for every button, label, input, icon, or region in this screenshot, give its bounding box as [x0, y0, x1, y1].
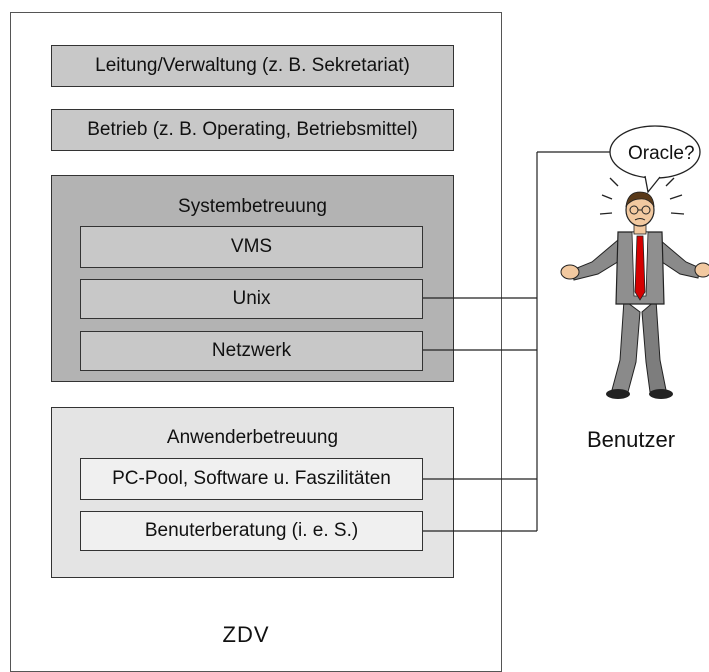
speech-text: Oracle? [628, 143, 695, 164]
system-item-netzwerk: Netzwerk [80, 331, 423, 371]
user-figure-icon [560, 191, 709, 399]
betrieb-box: Betrieb (z. B. Operating, Betriebsmittel… [51, 109, 454, 151]
betrieb-label: Betrieb (z. B. Operating, Betriebsmittel… [87, 119, 418, 140]
system-item-label: Netzwerk [211, 340, 292, 361]
speech-bubble [609, 125, 701, 194]
user-item-pc-pool: PC-Pool, Software u. Faszilitäten [80, 458, 423, 500]
anwenderbetreuung-title: Anwenderbetreuung [166, 427, 339, 448]
system-item-label: VMS [230, 236, 273, 257]
user-item-beratung: Benuterberatung (i. e. S.) [80, 511, 423, 551]
benutzer-label: Benutzer [587, 427, 676, 452]
leitung-label: Leitung/Verwaltung (z. B. Sekretariat) [95, 55, 410, 76]
system-item-vms: VMS [80, 226, 423, 268]
user-item-label: PC-Pool, Software u. Faszilitäten [112, 468, 391, 489]
leitung-box: Leitung/Verwaltung (z. B. Sekretariat) [51, 45, 454, 87]
system-item-unix: Unix [80, 279, 423, 319]
zdv-label: ZDV [222, 622, 270, 647]
systembetreuung-title: Systembetreuung [178, 196, 327, 217]
system-item-label: Unix [232, 288, 271, 309]
user-item-label: Benuterberatung (i. e. S.) [144, 520, 359, 541]
stress-marks-icon [599, 177, 685, 215]
